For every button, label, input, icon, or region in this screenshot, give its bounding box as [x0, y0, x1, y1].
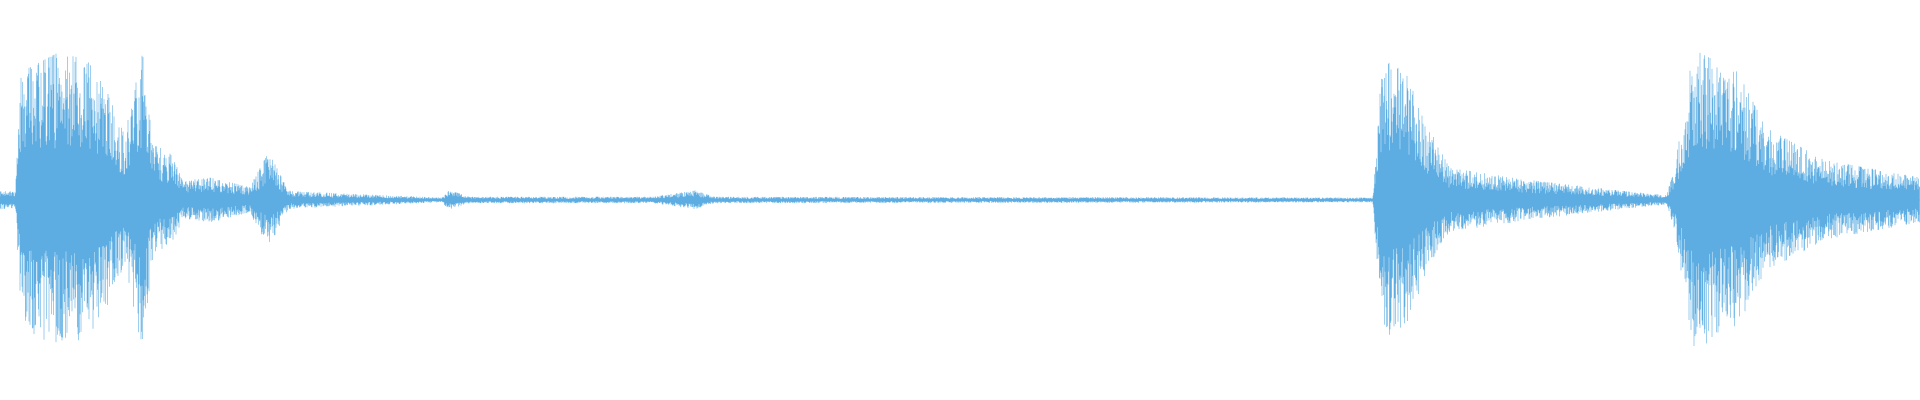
- waveform-trace: [0, 52, 1920, 346]
